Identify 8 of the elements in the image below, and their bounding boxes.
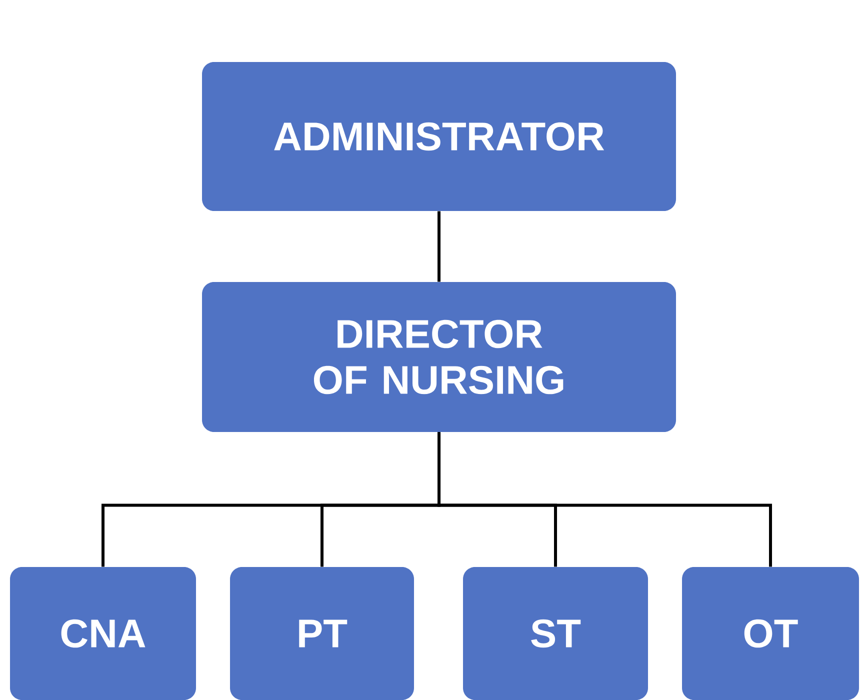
org-box: OT bbox=[682, 567, 859, 700]
org-box: ST bbox=[463, 567, 648, 700]
org-box: DIRECTOR OF NURSING bbox=[202, 282, 676, 432]
org-box: CNA bbox=[10, 567, 196, 700]
connector-line bbox=[438, 432, 772, 567]
connector-line bbox=[438, 211, 440, 282]
org-box: ADMINISTRATOR bbox=[202, 62, 676, 211]
org-box: PT bbox=[230, 567, 414, 700]
